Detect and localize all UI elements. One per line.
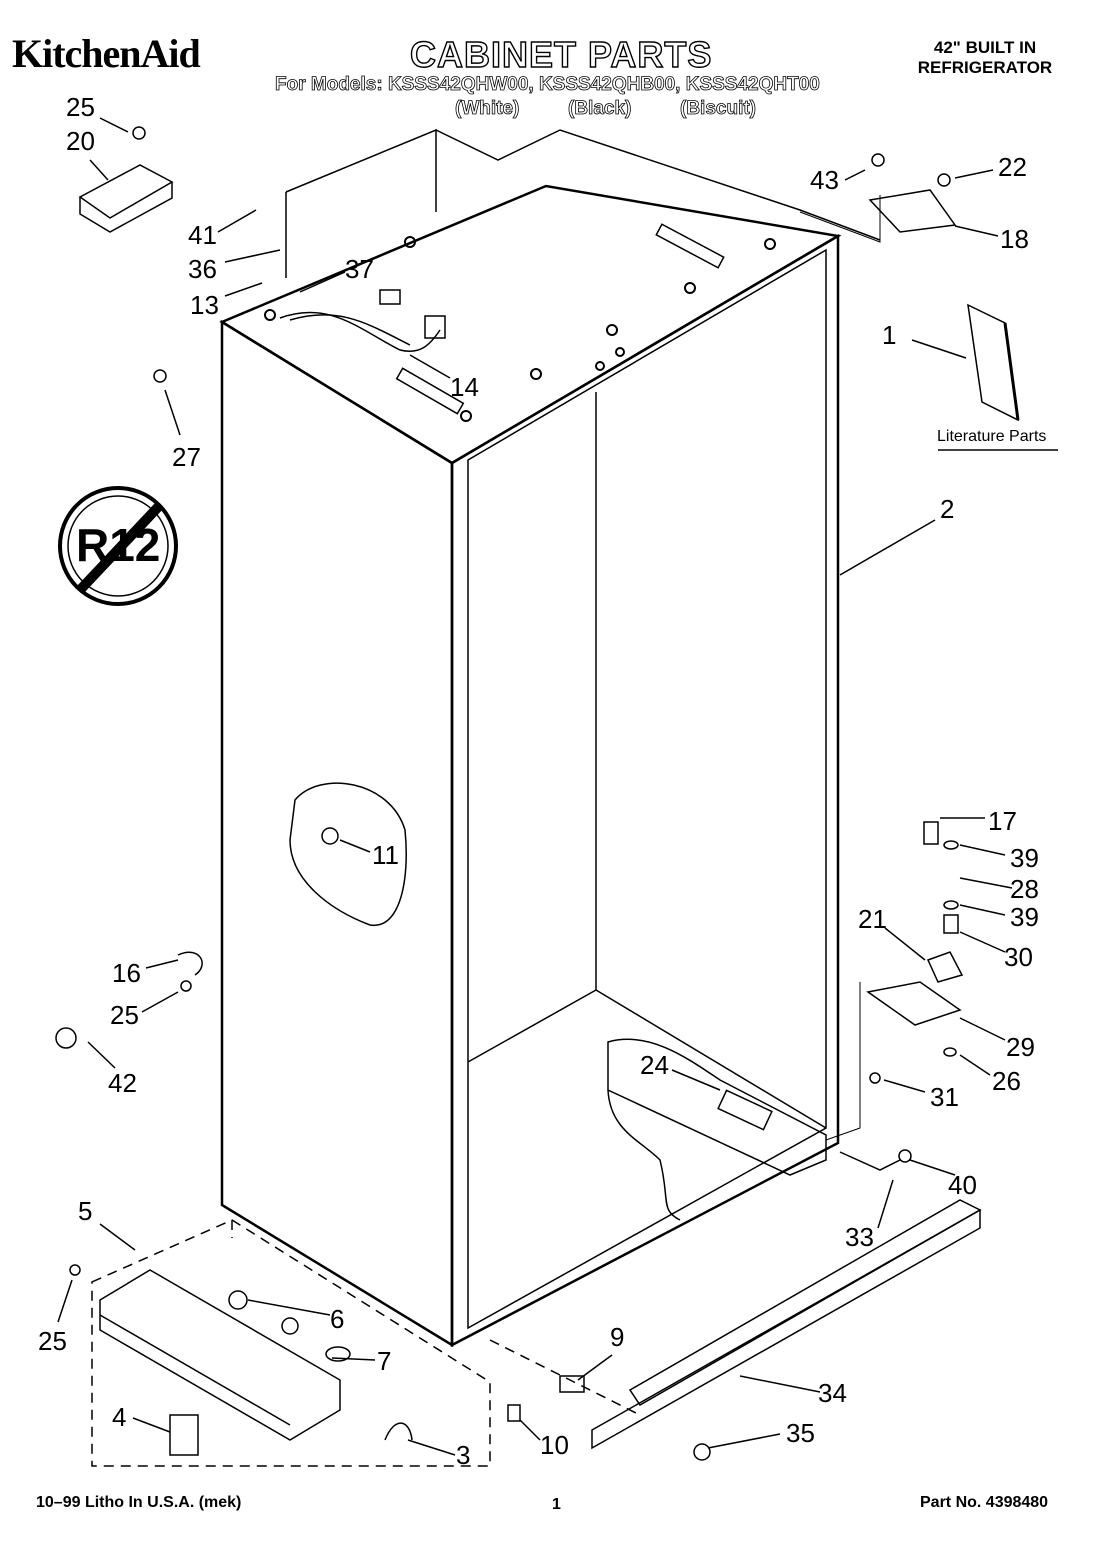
footer-print-info: 10–99 Litho In U.S.A. (mek): [36, 1494, 242, 1511]
callout-number: 27: [172, 442, 201, 472]
callout-number: 28: [1010, 874, 1039, 904]
callout-number: 39: [1010, 843, 1039, 873]
callout-number: 41: [188, 220, 217, 250]
page-title: CABINET PARTS: [409, 33, 713, 75]
callout-number: 21: [858, 904, 887, 934]
callout-number: 37: [345, 254, 374, 284]
callout-number: 2: [940, 494, 955, 524]
callout-number: 30: [1004, 942, 1033, 972]
product-type-line2: REFRIGERATOR: [917, 58, 1053, 77]
callout-number: 33: [845, 1222, 874, 1252]
callout-number: 26: [992, 1066, 1021, 1096]
callout-number: 36: [188, 254, 217, 284]
cabinet-top: [219, 184, 842, 465]
callout-number: 42: [108, 1068, 137, 1098]
callout-number: 25: [66, 92, 95, 122]
models-line: For Models: KSSS42QHW00, KSSS42QHB00, KS…: [275, 74, 821, 96]
toe-grille: [591, 1208, 981, 1450]
callout-number: 24: [640, 1050, 669, 1080]
callout-number: 3: [456, 1440, 471, 1470]
literature-parts-label: Literature Parts: [937, 428, 1047, 445]
cabinet-front: [450, 233, 840, 1348]
callout-number: 17: [988, 806, 1017, 836]
badge-text: R12: [76, 519, 161, 571]
callout-number: 22: [998, 152, 1027, 182]
footer-page-number: 1: [552, 1496, 561, 1513]
color-white: (White): [455, 98, 520, 120]
callout-number: 5: [78, 1196, 93, 1226]
callout-number: 31: [930, 1082, 959, 1112]
callout-number: 1: [882, 320, 897, 350]
callout-number: 9: [610, 1322, 625, 1352]
callout-number: 14: [450, 372, 479, 402]
footer-part-number: Part No. 4398480: [920, 1494, 1049, 1511]
foam-cutaway: [289, 782, 407, 926]
callout-number: 35: [786, 1418, 815, 1448]
callout-number: 18: [1000, 224, 1029, 254]
color-black: (Black): [568, 98, 632, 120]
callout-number: 16: [112, 958, 141, 988]
callout-number: 6: [330, 1304, 345, 1334]
callout-number: 11: [372, 840, 399, 870]
callout-number: 10: [540, 1430, 569, 1460]
callout-number: 29: [1006, 1032, 1035, 1062]
product-type-line1: 42" BUILT IN: [933, 38, 1037, 57]
callout-number: 40: [948, 1170, 977, 1200]
color-biscuit: (Biscuit): [680, 98, 757, 120]
callout-number: 43: [810, 165, 839, 195]
brand-logo: KitchenAid: [12, 31, 201, 76]
callout-number: 13: [190, 290, 219, 320]
callout-number: 25: [110, 1000, 139, 1030]
callout-number: 25: [38, 1326, 67, 1356]
callout-number: 4: [112, 1402, 127, 1432]
callout-number: 39: [1010, 902, 1039, 932]
callout-number: 20: [66, 126, 95, 156]
callout-number: 7: [377, 1346, 392, 1376]
callout-number: 34: [818, 1378, 847, 1408]
no-r12-badge: [58, 486, 178, 606]
